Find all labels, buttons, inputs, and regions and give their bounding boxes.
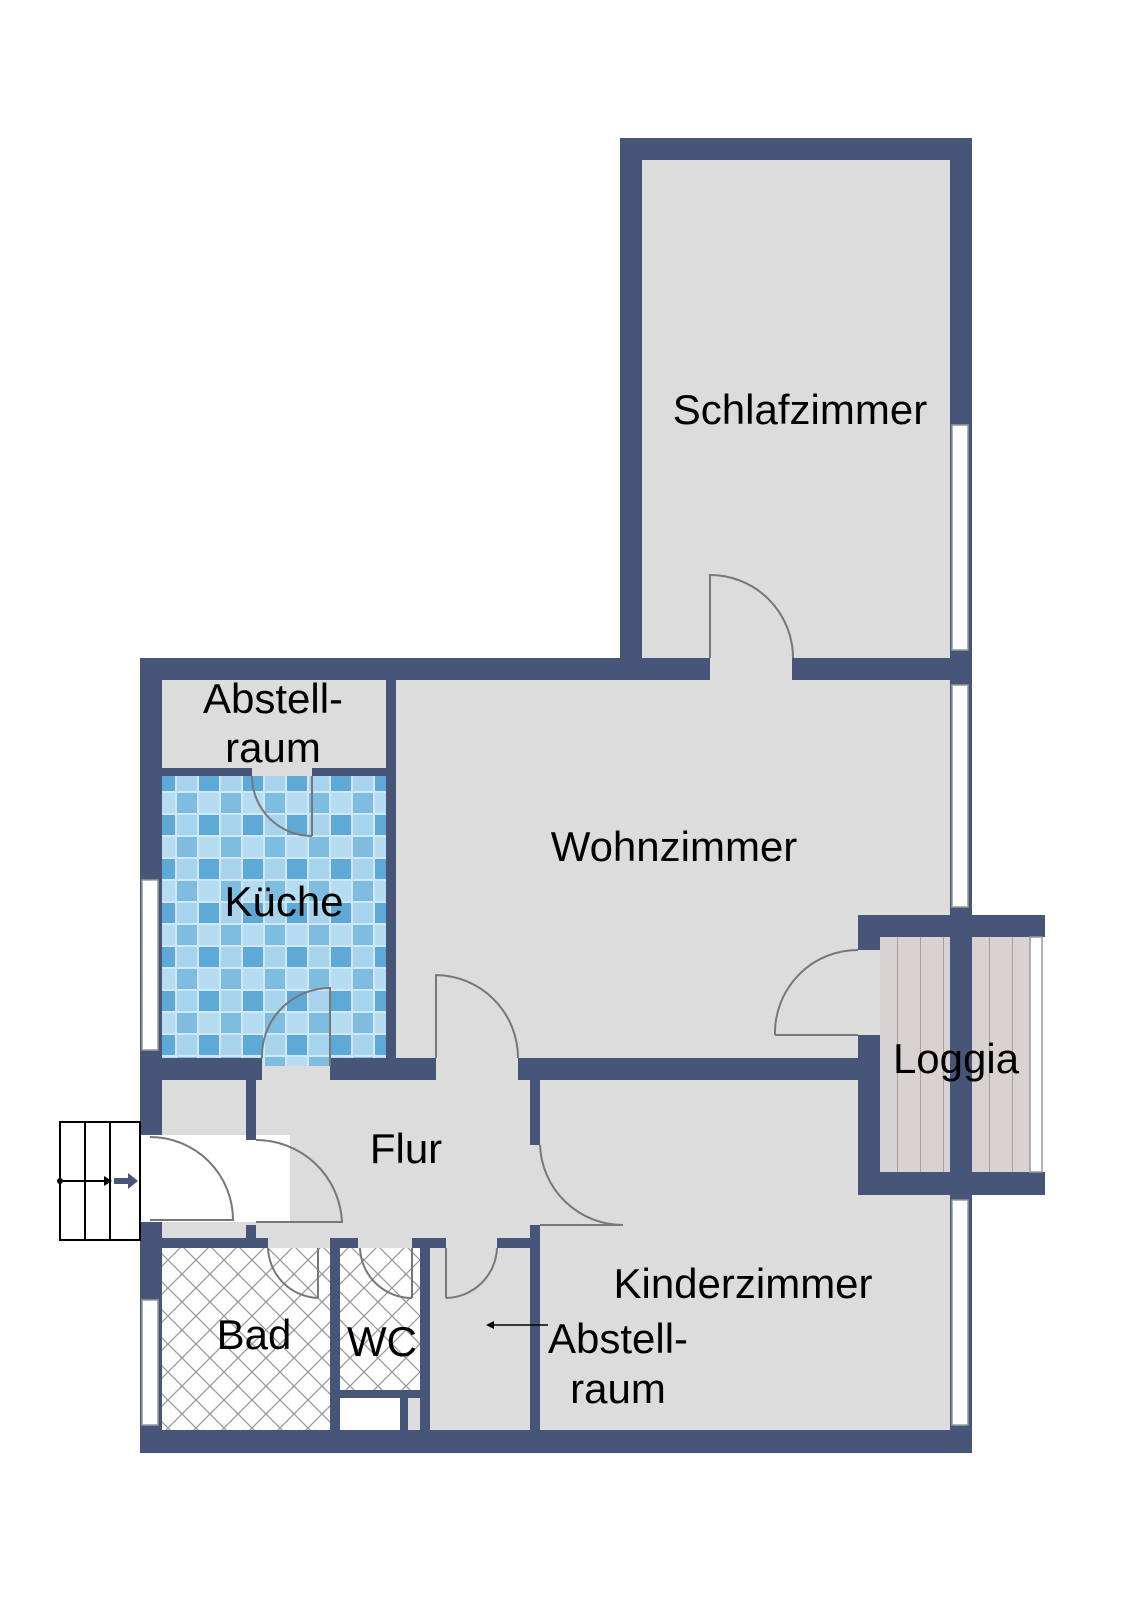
room-label-wc: WC	[347, 1318, 417, 1365]
windows	[141, 424, 1043, 1426]
room-label-flur: Flur	[370, 1125, 442, 1172]
storage-arrow-icon	[486, 1321, 548, 1329]
room-label-kueche: Küche	[224, 878, 343, 925]
room-label-bad: Bad	[217, 1311, 292, 1358]
floors	[150, 150, 1030, 1438]
room-label-abstellraum-1-cont: raum	[225, 724, 321, 771]
entrance-stairs	[57, 1121, 141, 1241]
room-label-abstellraum-2: Abstell-	[548, 1315, 688, 1362]
room-label-schlafzimmer: Schlafzimmer	[673, 386, 927, 433]
room-label-abstellraum-2-cont: raum	[570, 1365, 666, 1412]
room-label-wohnzimmer: Wohnzimmer	[551, 823, 798, 870]
bath-tiles	[162, 1248, 332, 1432]
room-label-loggia: Loggia	[893, 1035, 1020, 1082]
room-label-kinderzimmer: Kinderzimmer	[613, 1260, 872, 1307]
entrance-arrow-icon	[114, 1173, 138, 1189]
room-label-abstellraum-1: Abstell-	[203, 675, 343, 722]
doors	[149, 573, 859, 1299]
